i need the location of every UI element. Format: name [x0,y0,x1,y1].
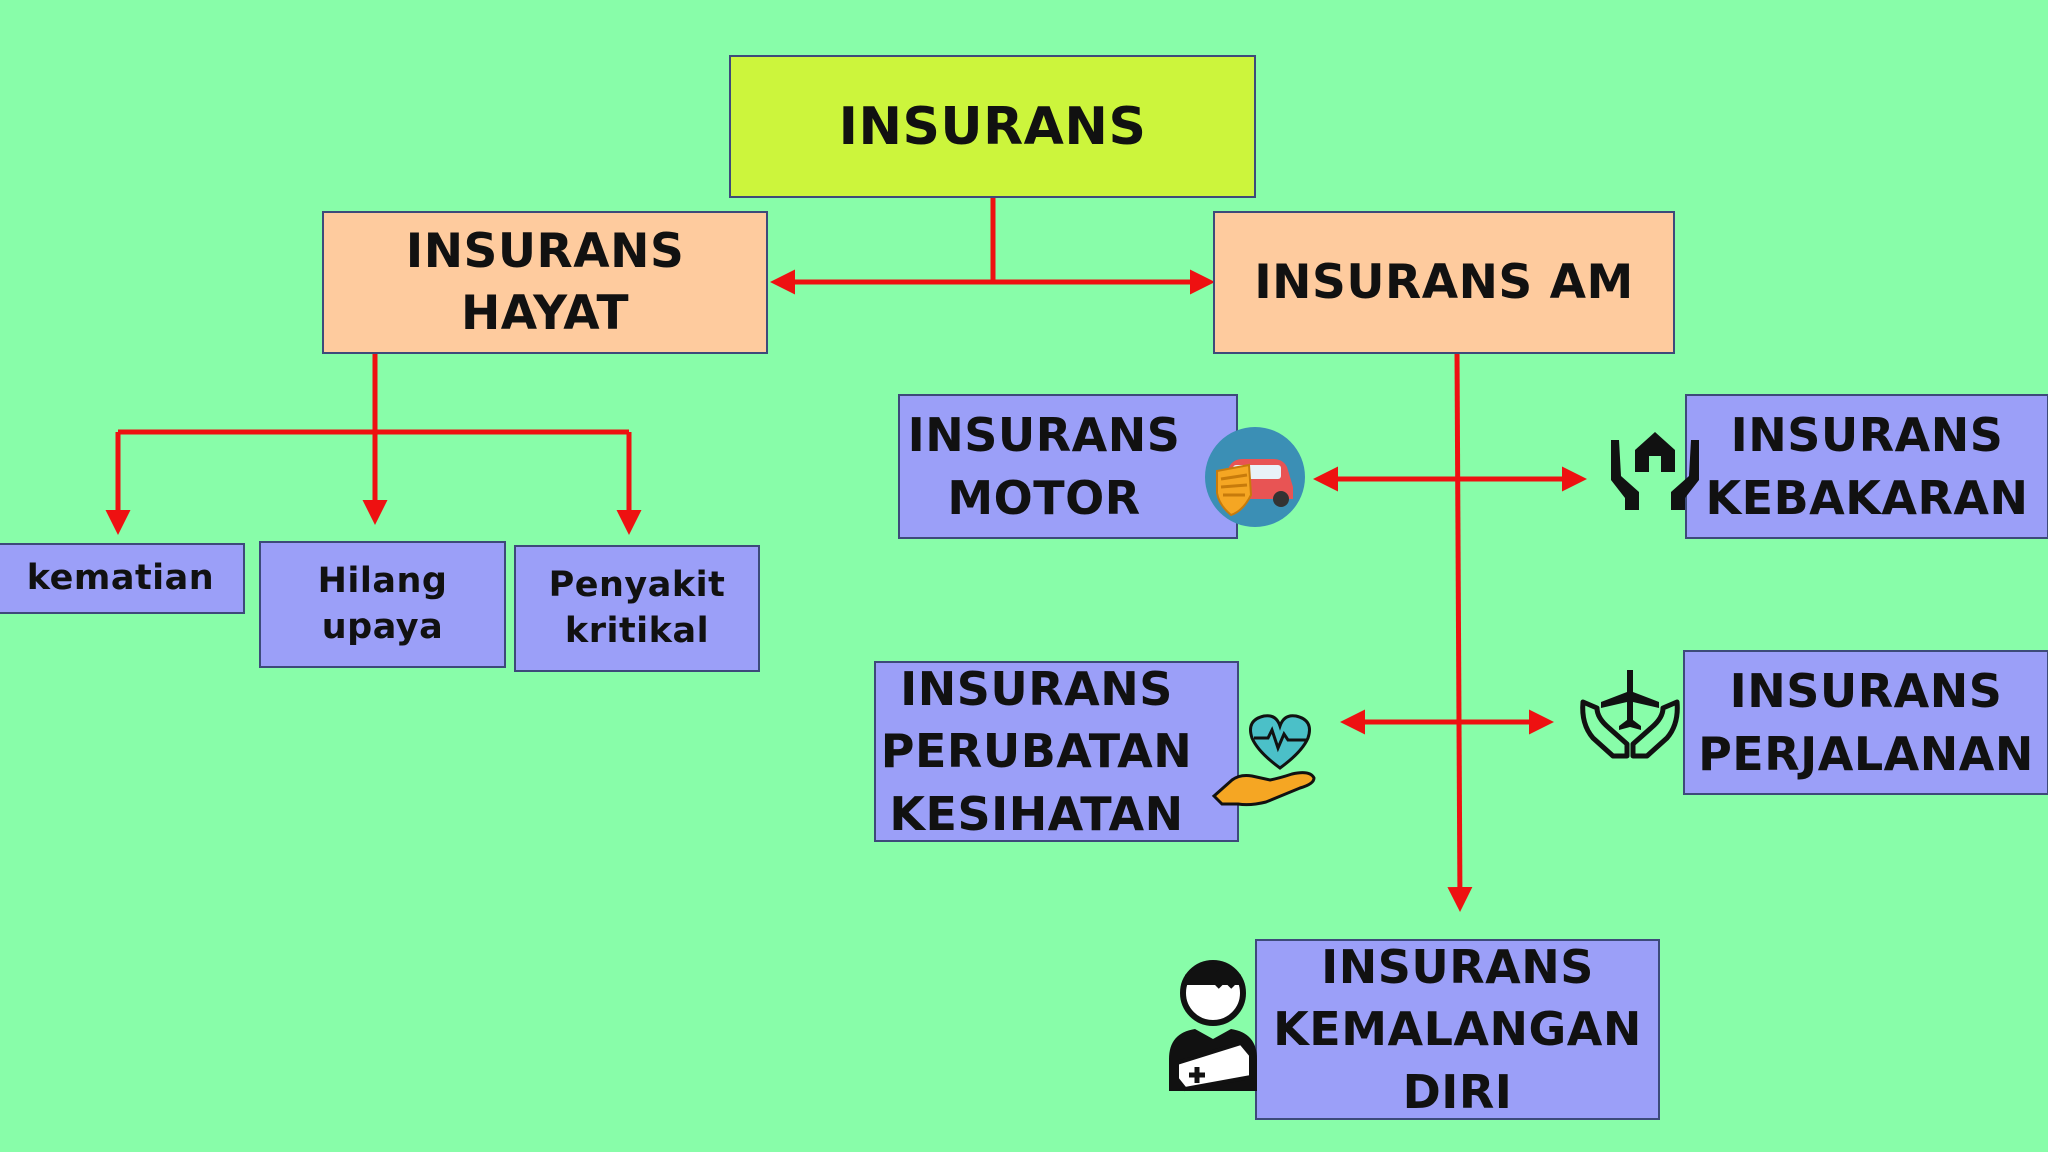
general-trunk [1447,351,1473,912]
car-shield-icon [1205,427,1305,527]
node-insurans-hayat: INSURANS HAYAT [322,211,768,354]
heart-hand-icon [1211,714,1316,807]
node-penyakit-kritikal: Penyakit kritikal [514,545,760,672]
node-insurans-am: INSURANS AM [1213,211,1675,354]
node-insurans-kemalangan-diri: INSURANS KEMALANGAN DIRI [1255,939,1660,1120]
node-kematian: kematian [0,543,245,614]
hands-house-icon [1611,432,1699,510]
node-hilang-upaya: Hilang upaya [259,541,506,668]
injured-person-icon [1169,960,1257,1092]
node-insurans-motor: INSURANS MOTOR [898,394,1238,539]
node-insurans-perjalanan: INSURANS PERJALANAN [1683,650,2048,795]
node-insurans: INSURANS [729,55,1256,198]
hands-plane-icon [1580,670,1680,759]
node-insurans-kebakaran: INSURANS KEBAKARAN [1685,394,2048,539]
node-insurans-perubatan-kesihatan: INSURANS PERUBATAN KESIHATAN [874,661,1239,842]
